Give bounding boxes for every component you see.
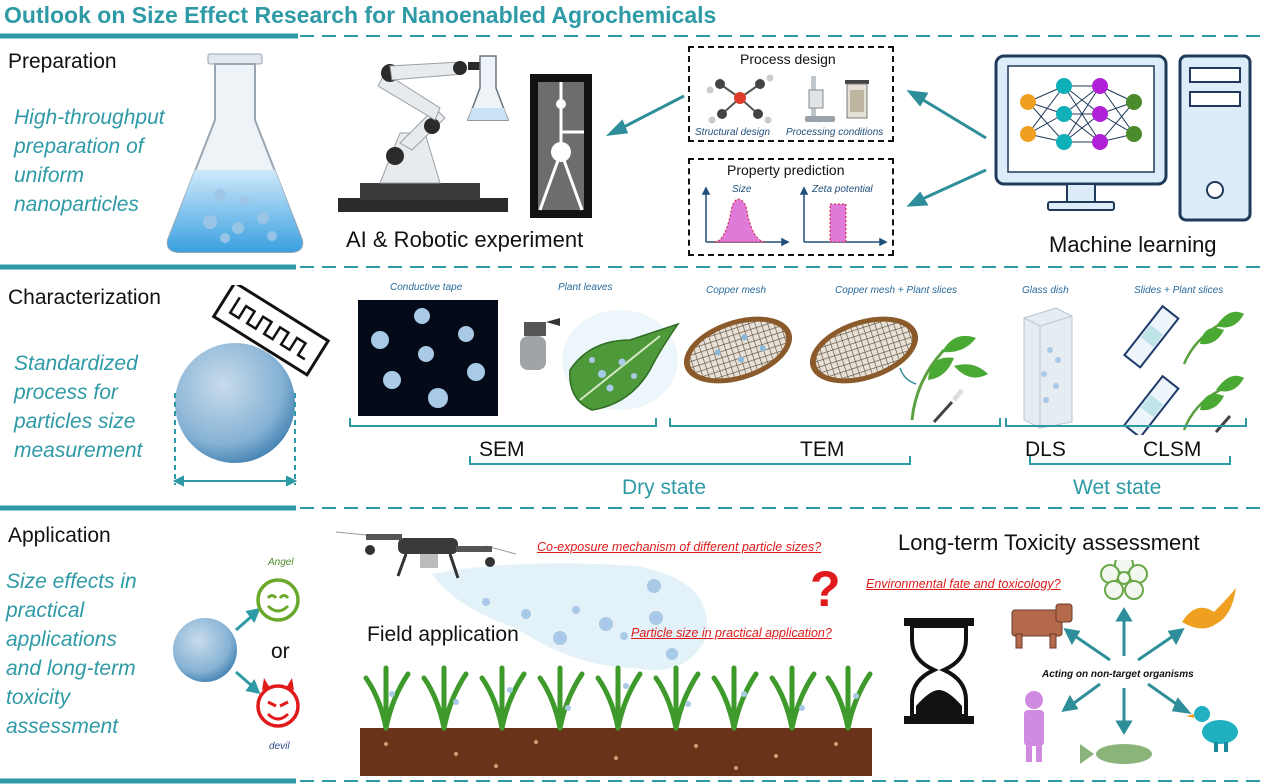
person-icon (1024, 691, 1044, 762)
property-prediction-label: Property prediction (727, 162, 845, 178)
devil-label: devil (269, 741, 290, 752)
bird-icon (1182, 588, 1236, 629)
prediction-plots (701, 186, 888, 247)
property-prediction-box (688, 158, 894, 256)
conductive-tape-label: Conductive tape (390, 282, 463, 293)
duck-icon (1186, 706, 1238, 752)
angel-label: Angel (268, 557, 294, 568)
char-desc-line: particles size (14, 410, 136, 433)
process-design-label: Process design (740, 51, 836, 67)
application-heading: Application (8, 524, 111, 547)
characterization-heading: Characterization (8, 286, 161, 309)
acting-label: Acting on non-target organisms (1042, 669, 1194, 680)
application-description: Size effects in practical applications a… (6, 567, 137, 741)
zeta-potential-label: Zeta potential (812, 184, 873, 195)
app-desc-line: and long-term (6, 657, 136, 680)
fish-icon (1080, 744, 1152, 764)
plant-leaves-label: Plant leaves (558, 282, 613, 293)
app-desc-line: practical (6, 599, 85, 622)
molecule-icon (706, 74, 774, 124)
environmental-question: Environmental fate and toxicology? (866, 577, 1061, 591)
dls-label: DLS (1025, 438, 1066, 461)
sem-label: SEM (479, 438, 525, 461)
flask-icon (166, 53, 304, 253)
coexposure-question: Co-exposure mechanism of different parti… (537, 540, 822, 554)
angel-devil-diagram (173, 578, 300, 728)
characterization-description: Standardized process for particles size … (14, 349, 142, 465)
copper-mesh-icon (683, 316, 793, 384)
sem-sample-icon (358, 300, 498, 416)
char-desc-line: Standardized (14, 352, 138, 375)
prep-desc-line: preparation of (14, 135, 144, 158)
glass-dish-label: Glass dish (1022, 285, 1069, 296)
cow-icon (1011, 603, 1073, 649)
field-application-label: Field application (367, 623, 519, 646)
wet-state-label: Wet state (1073, 476, 1162, 499)
prep-desc-line: High-throughput (14, 106, 165, 129)
size-label: Size (732, 184, 752, 195)
question-mark-icon: ? (810, 561, 841, 617)
copper-mesh-plant-icon (809, 316, 988, 424)
tem-label: TEM (800, 438, 845, 461)
flower-icon (1100, 560, 1148, 600)
technique-brackets (349, 418, 1247, 465)
copper-mesh-label: Copper mesh (706, 285, 767, 296)
slides-plant-icon (1123, 304, 1244, 435)
glass-dish-icon (1023, 307, 1073, 429)
copper-mesh-plant-label: Copper mesh + Plant slices (835, 285, 958, 296)
or-label: or (271, 640, 290, 663)
particle-size-question: Particle size in practical application? (631, 626, 832, 640)
processing-conditions-label: Processing conditions (786, 127, 884, 138)
process-design-box (688, 46, 894, 142)
microfluidic-chip-icon (530, 74, 592, 218)
app-desc-line: applications (6, 628, 117, 651)
clsm-label: CLSM (1143, 438, 1202, 461)
toxicity-diagram (904, 560, 1238, 764)
drone-icon (336, 531, 517, 579)
page-title: Outlook on Size Effect Research for Nano… (4, 2, 717, 28)
sprayer-leaf-icon (520, 310, 680, 411)
preparation-description: High-throughput preparation of uniform n… (14, 103, 165, 219)
robot-arm-icon (338, 55, 510, 212)
slides-plant-label: Slides + Plant slices (1134, 285, 1224, 296)
app-desc-line: Size effects in (6, 570, 137, 593)
machine-learning-label: Machine learning (1049, 232, 1217, 257)
app-desc-line: assessment (6, 715, 119, 738)
prep-desc-line: nanoparticles (14, 193, 139, 216)
app-desc-line: toxicity (6, 686, 71, 709)
char-desc-line: process for (14, 381, 118, 404)
robot-label: AI & Robotic experiment (346, 227, 584, 252)
particle-measurement-icon (172, 285, 331, 487)
preparation-arrows (605, 90, 987, 207)
prep-desc-line: uniform (14, 164, 85, 187)
dry-state-label: Dry state (622, 476, 707, 499)
computer-icon (994, 54, 1252, 222)
field-application-scene (336, 531, 873, 776)
hourglass-icon (904, 618, 974, 724)
structural-design-label: Structural design (695, 127, 771, 138)
preparation-heading: Preparation (8, 50, 117, 73)
toxicity-label: Long-term Toxicity assessment (898, 530, 1200, 555)
lab-equipment-icon (805, 76, 869, 122)
char-desc-line: measurement (14, 439, 143, 462)
